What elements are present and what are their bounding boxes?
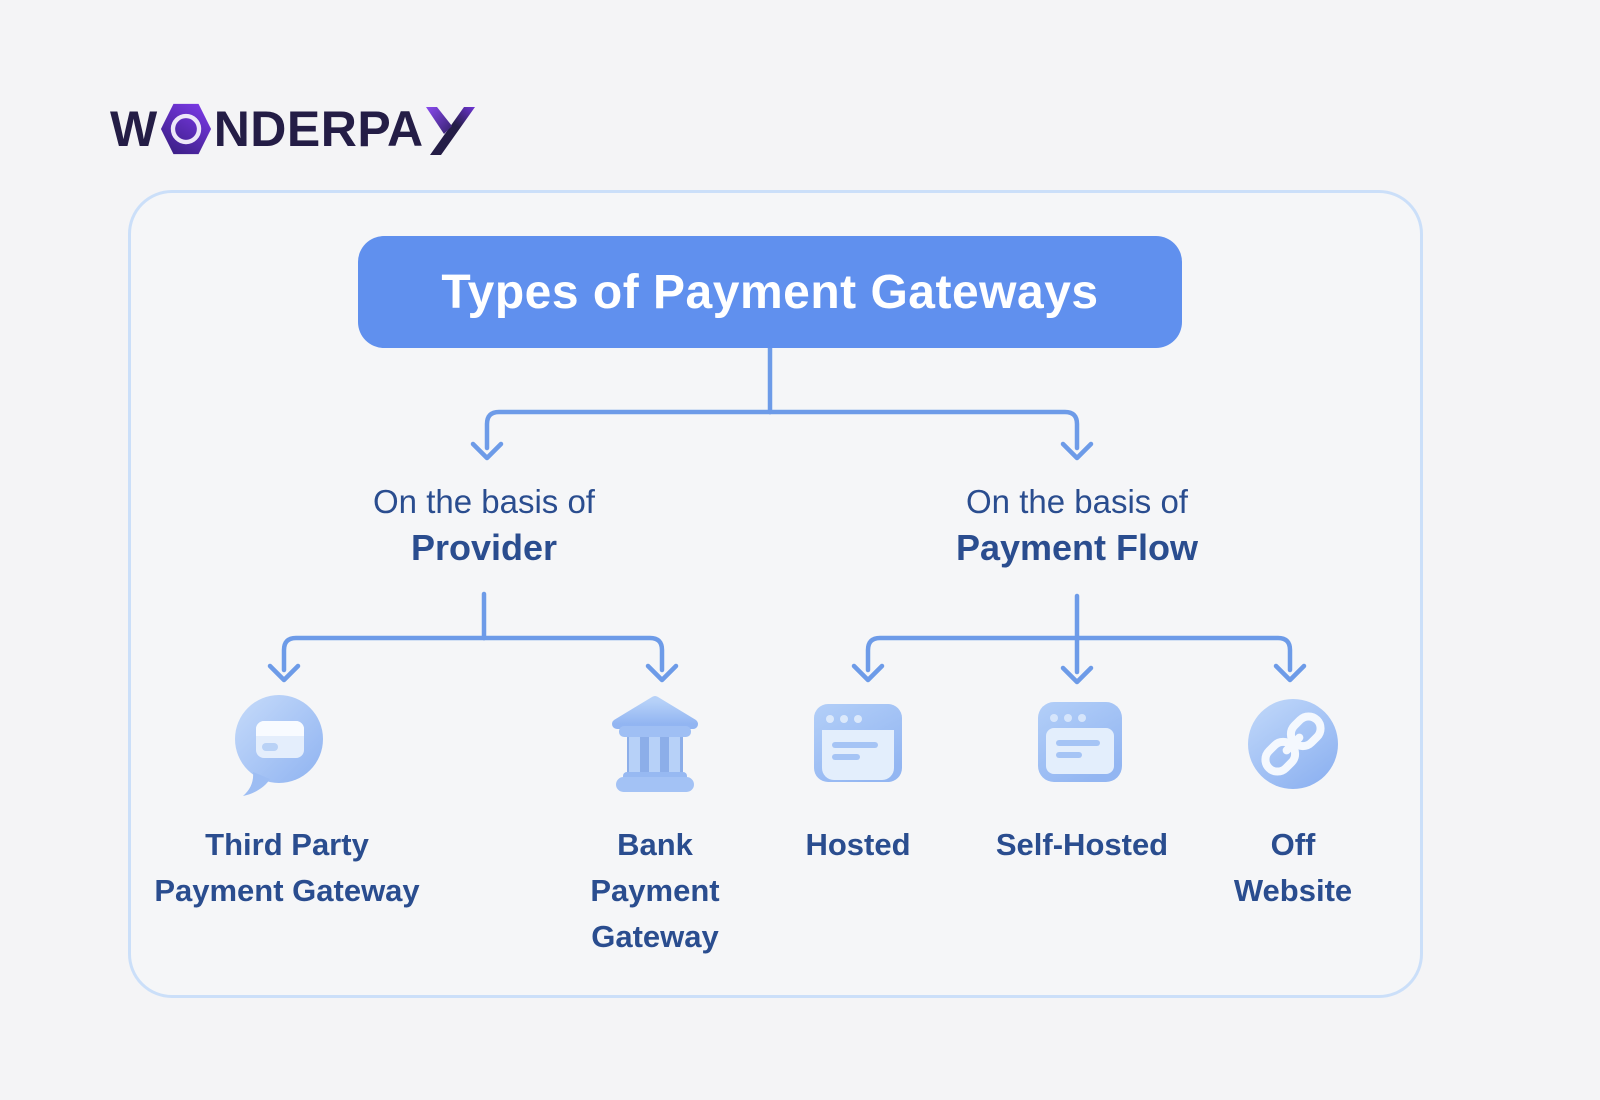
- stylized-y-icon: [426, 107, 476, 155]
- branch-payment-flow-line2: Payment Flow: [955, 527, 1199, 568]
- branch-payment-flow-line1: On the basis of: [966, 483, 1188, 520]
- leaf-bank-line2: Payment: [590, 873, 720, 908]
- link-icon: [1248, 699, 1338, 789]
- logo-text-pa: PA: [357, 101, 424, 157]
- leaf-label-third-party: Third Party Payment Gateway: [117, 822, 457, 914]
- leaf-bank-line1: Bank: [617, 827, 693, 862]
- leaf-third-party-line2: Payment Gateway: [154, 873, 420, 908]
- leaf-label-off-website: Off Website: [1183, 822, 1403, 914]
- self-hosted-window-icon: [1038, 702, 1122, 782]
- branch-label-provider: On the basis of Provider: [274, 480, 694, 572]
- leaf-label-bank: Bank Payment Gateway: [525, 822, 785, 960]
- wonderpay-logo: W NDER PA: [110, 100, 476, 158]
- leaf-label-self-hosted: Self-Hosted: [952, 822, 1212, 868]
- leaf-off-website-line1: Off: [1270, 827, 1316, 862]
- leaf-self-hosted-line1: Self-Hosted: [995, 827, 1169, 862]
- leaf-bank-line3: Gateway: [591, 919, 719, 954]
- hosted-window-icon: [814, 704, 902, 782]
- diagram-title-text: Types of Payment Gateways: [441, 265, 1099, 319]
- branch-label-payment-flow: On the basis of Payment Flow: [867, 480, 1287, 572]
- logo-text-nder: NDER: [213, 101, 358, 157]
- hexagon-o-icon: [160, 103, 211, 155]
- branch-provider-line2: Provider: [410, 527, 558, 568]
- leaf-off-website-line2: Website: [1233, 873, 1353, 908]
- leaf-hosted-line1: Hosted: [805, 827, 911, 862]
- logo-text-w: W: [110, 101, 158, 157]
- branch-provider-line1: On the basis of: [373, 483, 595, 520]
- leaf-third-party-line1: Third Party: [205, 827, 369, 862]
- leaf-label-hosted: Hosted: [748, 822, 968, 868]
- bank-icon: [612, 696, 698, 792]
- chat-card-icon: [235, 695, 323, 796]
- diagram-title: Types of Payment Gateways: [358, 236, 1182, 348]
